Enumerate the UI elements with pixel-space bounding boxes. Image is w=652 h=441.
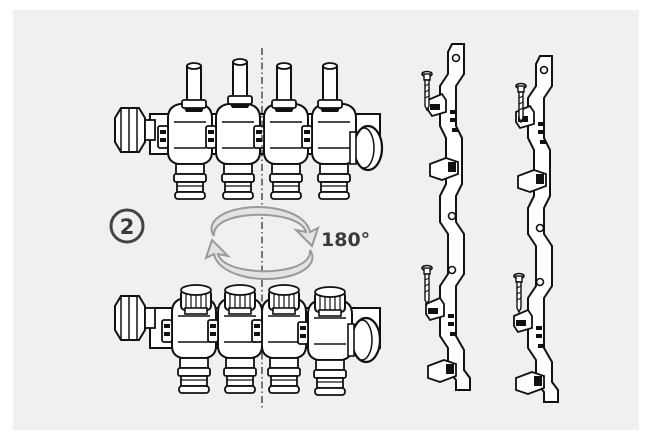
manifold-top-icon xyxy=(114,58,384,200)
manifold-bottom-icon xyxy=(114,284,382,396)
svg-text:2: 2 xyxy=(120,215,135,239)
rotate-180-icon xyxy=(204,206,320,280)
rotation-angle-label: 180° xyxy=(321,229,370,251)
step-number-badge: 2 xyxy=(109,208,145,244)
